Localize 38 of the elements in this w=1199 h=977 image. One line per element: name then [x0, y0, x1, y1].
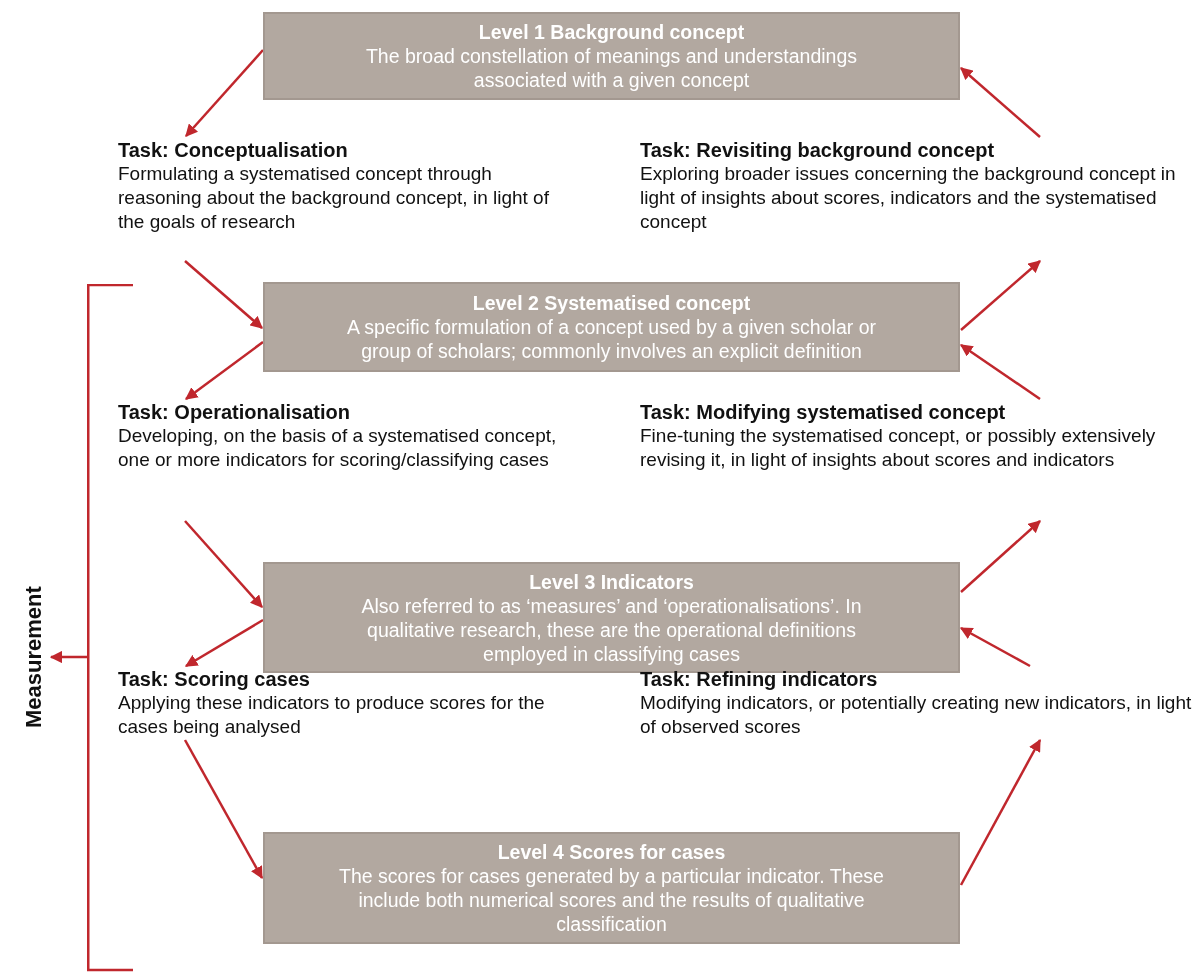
arrow [184, 520, 263, 608]
level-description: The scores for cases generated by a particular indicator. These include both numerical scores and the results of qualitative classification [338, 864, 885, 936]
arrow [959, 626, 1031, 668]
task-description: Applying these indicators to produce scores for the cases being analysed [118, 691, 546, 739]
task-description: Developing, on the basis of a systematised concept, one or more indicators for scoring/classifying cases [118, 424, 558, 472]
level-heading: Level 4 Scores for cases [496, 840, 727, 864]
task-description: Fine-tuning the systematised concept, or possibly extensively revising it, in light of insights about scores and indicators [640, 424, 1157, 472]
task-description: Exploring broader issues concerning the background concept in light of insights about scores, indicators and the systematised concept [640, 162, 1177, 234]
measurement-label: Measurement [18, 572, 50, 742]
task-heading: Task: Modifying systematised concept [640, 400, 1007, 424]
level-description: A specific formulation of a concept used by a given scholar or group of scholars; commonly involves an explicit definition [346, 315, 877, 363]
arrow [185, 49, 264, 137]
arrow [959, 343, 1041, 401]
level-description: The broad constellation of meanings and understandings associated with a given concept [364, 44, 859, 92]
task-heading: Task: Scoring cases [118, 667, 311, 691]
arrow [960, 67, 1041, 138]
arrow [185, 341, 264, 400]
arrow [184, 260, 263, 329]
task-heading: Task: Operationalisation [118, 400, 351, 424]
arrow [959, 738, 1042, 886]
level-box [263, 282, 960, 372]
arrow [960, 260, 1041, 331]
level-box [263, 12, 960, 100]
arrow [183, 739, 264, 880]
task-heading: Task: Revisiting background concept [640, 138, 996, 162]
task-heading: Task: Conceptualisation [118, 138, 349, 162]
task-description: Modifying indicators, or potentially creating new indicators, in light of observed scores [640, 691, 1193, 739]
level-box [263, 562, 960, 673]
level-box [263, 832, 960, 944]
task-description: Formulating a systematised concept through reasoning about the background concept, in light of the goals of research [118, 162, 550, 234]
arrow [49, 650, 87, 664]
level-heading: Level 1 Background concept [477, 20, 746, 44]
level-description: Also referred to as ‘measures’ and ‘operationalisations’. In qualitative research, these are the operational definitions employed in classifying cases [360, 593, 863, 666]
level-heading: Level 2 Systematised concept [471, 291, 752, 315]
task-heading: Task: Refining indicators [640, 667, 879, 691]
level-heading: Level 3 Indicators [528, 569, 695, 594]
arrow [960, 520, 1041, 593]
arrow [184, 618, 264, 668]
